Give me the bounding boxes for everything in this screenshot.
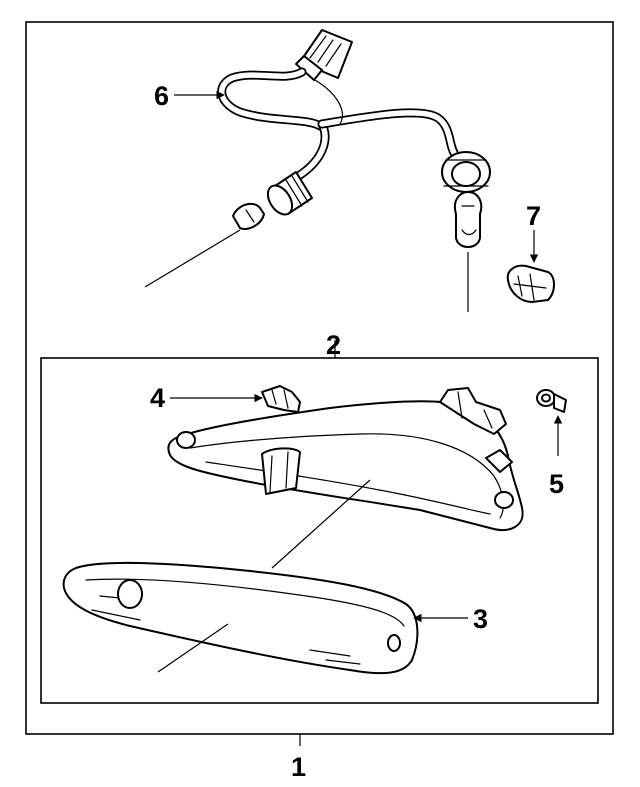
lens-leader [157, 623, 229, 673]
large-bulb [454, 191, 483, 248]
harness-connector [295, 29, 353, 81]
callout-number-2: 2 [326, 330, 341, 360]
small-wedge-bulb [232, 202, 265, 230]
grommet-5 [536, 389, 567, 413]
lamp-lens [62, 561, 419, 675]
left-bulb-socket [266, 171, 313, 216]
inner-frame [40, 357, 599, 704]
callout-number-1: 1 [291, 752, 306, 782]
housing-leader [271, 479, 371, 569]
lamp-housing [167, 387, 524, 531]
callout-number-4: 4 [150, 383, 165, 413]
callout-number-5: 5 [549, 469, 564, 499]
left-bulb-leader [144, 229, 241, 288]
right-bulb-socket [441, 151, 491, 193]
retaining-clip-7 [506, 264, 555, 303]
callout-number-7: 7 [526, 201, 541, 231]
callout-number-3: 3 [473, 604, 488, 634]
outer-frame [25, 21, 614, 735]
retaining-clip-4 [261, 385, 301, 413]
wiring-harness [217, 29, 461, 195]
callout-number-6: 6 [154, 81, 169, 111]
